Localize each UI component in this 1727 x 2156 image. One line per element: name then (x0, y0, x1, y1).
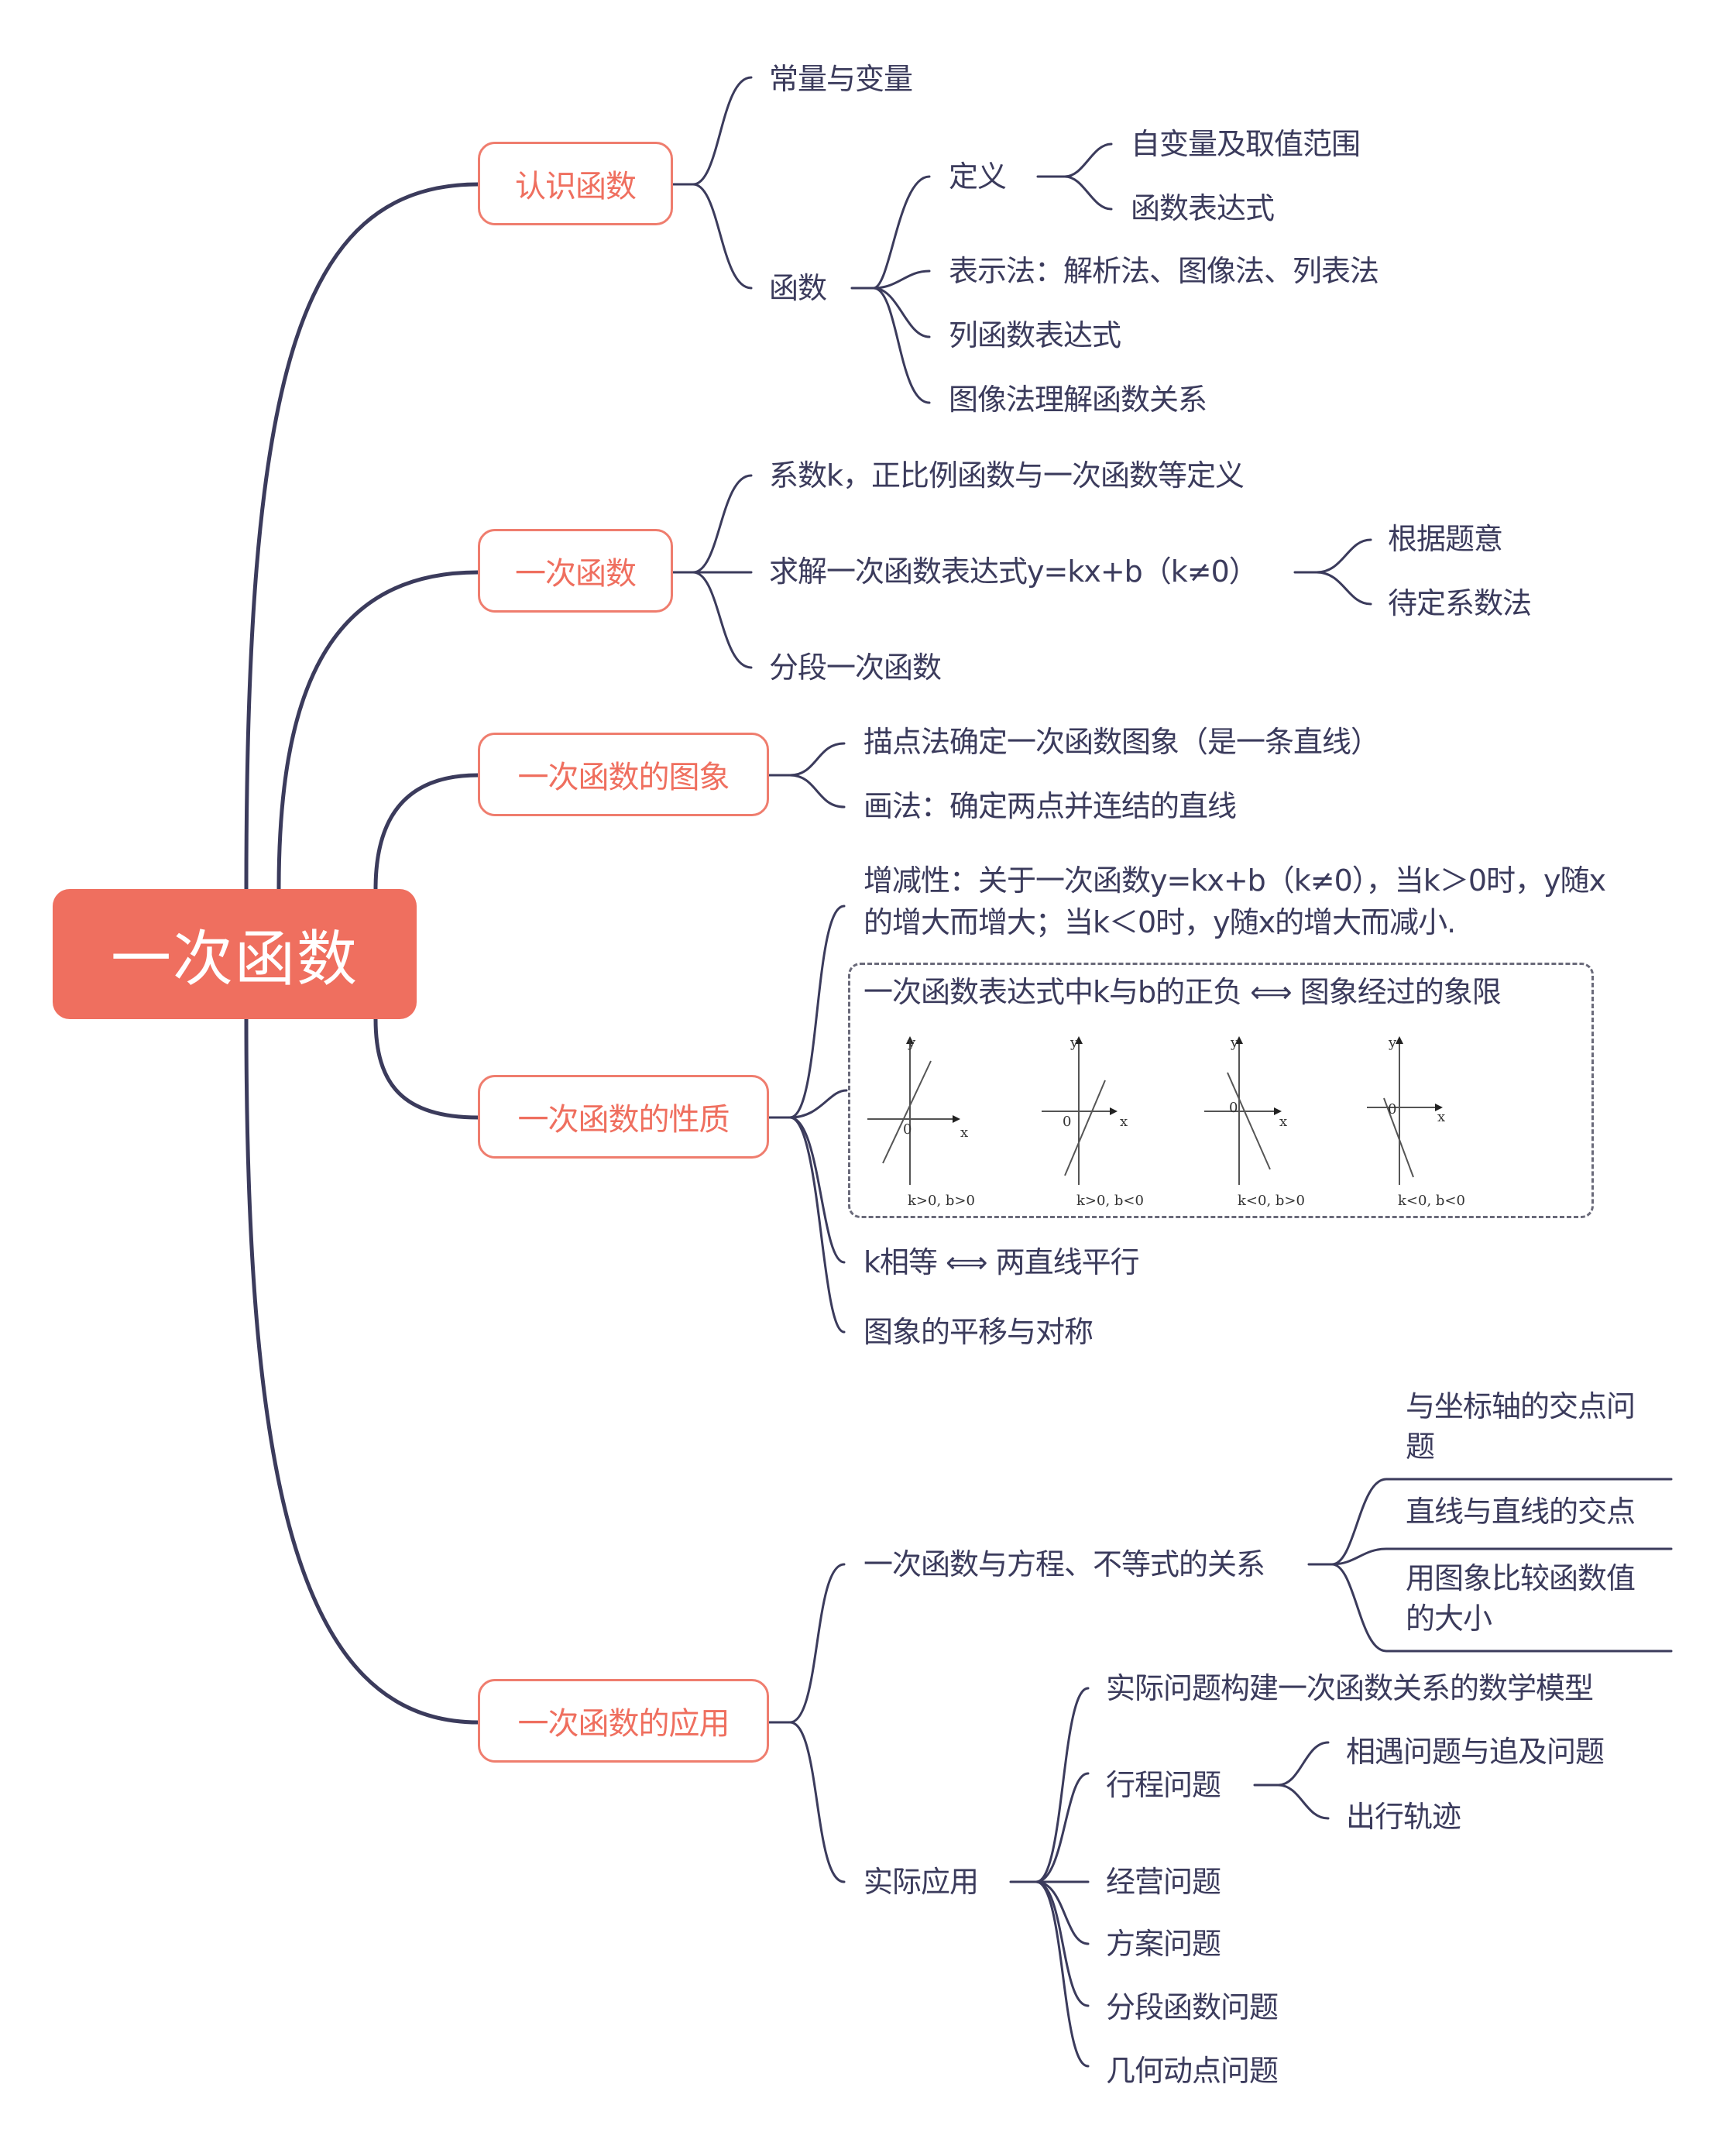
topic-drawing-method[interactable]: 画法：确定两点并连结的直线 (864, 789, 1237, 823)
topic-monotonicity[interactable]: 增减性：关于一次函数y=kx+b（k≠0），当k＞0时，y随x的增大而增大；当k… (864, 863, 1606, 939)
topic-parallel-lines[interactable]: k相等 ⟺ 两直线平行 (864, 1245, 1140, 1279)
topic-independent-variable-range[interactable]: 自变量及取值范围 (1131, 127, 1361, 161)
graph4-origin-label: 0 (1388, 1101, 1397, 1117)
topic-line-intersection[interactable]: 直线与直线的交点 (1406, 1495, 1636, 1529)
function-line (1227, 1072, 1271, 1170)
topic-travel-trajectory[interactable]: 出行轨迹 (1346, 1800, 1461, 1834)
branch-label: 一次函数的图象 (517, 760, 730, 795)
topic-translation-symmetry[interactable]: 图象的平移与对称 (864, 1315, 1094, 1349)
root-label: 一次函数 (110, 925, 359, 994)
link-root-b3 (373, 773, 480, 891)
link-root-b4 (373, 1017, 480, 1120)
topic-write-function-expression[interactable]: 列函数表达式 (949, 318, 1121, 352)
quadrant-graphs-box (848, 963, 1594, 1218)
graph1-origin-label: 0 (903, 1121, 912, 1138)
topic-coefficient-definitions[interactable]: 系数k，正比例函数与一次函数等定义 (769, 458, 1245, 493)
topic-function-expression[interactable]: 函数表达式 (1131, 191, 1275, 225)
function-line (882, 1060, 932, 1164)
x-arrow-icon (1110, 1107, 1118, 1115)
topic-representation-methods[interactable]: 表示法：解析法、图像法、列表法 (949, 254, 1379, 288)
y-arrow-icon (1235, 1036, 1243, 1044)
branch-label: 认识函数 (515, 169, 637, 204)
graph-k-neg-b-pos (1204, 1036, 1282, 1185)
topic-solve-expression[interactable]: 求解一次函数表达式y=kx+b（k≠0） (769, 554, 1258, 589)
x-arrow-icon (953, 1115, 960, 1123)
y-arrow-icon (1075, 1036, 1083, 1044)
topic-definition[interactable]: 定义 (949, 160, 1007, 194)
x-arrow-icon (1274, 1107, 1282, 1115)
topic-piecewise-linear[interactable]: 分段一次函数 (769, 651, 942, 685)
topic-business-problems[interactable]: 经营问题 (1106, 1865, 1221, 1899)
graph2-caption: k>0, b<0 (1076, 1193, 1144, 1209)
y-arrow-icon (906, 1036, 914, 1044)
topic-by-problem-meaning[interactable]: 根据题意 (1388, 522, 1503, 556)
graph1-caption: k>0, b>0 (908, 1193, 975, 1209)
link-root-b5 (244, 1017, 480, 1725)
graph3-x-label: x (1279, 1114, 1288, 1130)
graph1-y-label: y (908, 1035, 916, 1051)
graph3-caption: k<0, b>0 (1238, 1193, 1305, 1209)
x-arrow-icon (1435, 1104, 1443, 1111)
link-root-b1 (244, 182, 480, 891)
graph1-x-label: x (960, 1124, 969, 1141)
function-line (1383, 1097, 1414, 1178)
topic-geometry-moving-point[interactable]: 几何动点问题 (1106, 2054, 1279, 2088)
function-line (1064, 1080, 1106, 1176)
branch-label: 一次函数 (515, 556, 637, 592)
topic-constant-variable[interactable]: 常量与变量 (769, 62, 913, 96)
topic-graph-understanding[interactable]: 图像法理解函数关系 (949, 383, 1207, 417)
graph-k-pos-b-pos (867, 1036, 960, 1185)
topic-modeling[interactable]: 实际问题构建一次函数关系的数学模型 (1106, 1671, 1594, 1705)
branch-node-properties[interactable]: 一次函数的性质 (478, 1075, 769, 1159)
graph4-caption: k<0, b<0 (1398, 1193, 1465, 1209)
graph-k-neg-b-neg (1367, 1036, 1443, 1185)
branch-label: 一次函数的应用 (517, 1706, 730, 1742)
link-root-b2 (276, 570, 480, 891)
graph3-origin-label: 0 (1229, 1100, 1238, 1116)
graph3-y-label: y (1231, 1035, 1239, 1051)
graph4-y-label: y (1389, 1035, 1397, 1051)
graph-k-pos-b-neg (1042, 1036, 1118, 1185)
topic-equations-inequalities[interactable]: 一次函数与方程、不等式的关系 (864, 1547, 1265, 1581)
topic-plan-problems[interactable]: 方案问题 (1106, 1927, 1221, 1961)
graph4-x-label: x (1437, 1109, 1446, 1125)
branch-node-graph[interactable]: 一次函数的图象 (478, 733, 769, 816)
branch-node-applications[interactable]: 一次函数的应用 (478, 1679, 769, 1763)
graph2-origin-label: 0 (1063, 1114, 1072, 1130)
graph2-y-label: y (1070, 1035, 1079, 1051)
topic-axis-intersection[interactable]: 与坐标轴的交点问题 (1406, 1389, 1636, 1464)
y-arrow-icon (1396, 1036, 1403, 1044)
topic-meeting-chasing[interactable]: 相遇问题与追及问题 (1346, 1735, 1605, 1769)
topic-practical-application[interactable]: 实际应用 (864, 1865, 979, 1899)
topic-piecewise-problems[interactable]: 分段函数问题 (1106, 1990, 1279, 2024)
branch-node-recognize-function[interactable]: 认识函数 (478, 142, 673, 225)
graph2-x-label: x (1120, 1114, 1128, 1130)
root-node[interactable]: 一次函数 (53, 889, 417, 1019)
topic-compare-values[interactable]: 用图象比较函数值的大小 (1406, 1561, 1636, 1636)
branch-label: 一次函数的性质 (517, 1102, 730, 1138)
branch-node-linear-function[interactable]: 一次函数 (478, 529, 673, 613)
topic-k-b-sign-quadrants[interactable]: 一次函数表达式中k与b的正负 ⟺ 图象经过的象限 (864, 975, 1502, 1009)
topic-plotting-method[interactable]: 描点法确定一次函数图象（是一条直线） (864, 725, 1380, 759)
topic-travel-problems[interactable]: 行程问题 (1106, 1768, 1221, 1802)
topic-function[interactable]: 函数 (769, 271, 827, 305)
topic-undetermined-coefficients[interactable]: 待定系数法 (1388, 586, 1532, 620)
